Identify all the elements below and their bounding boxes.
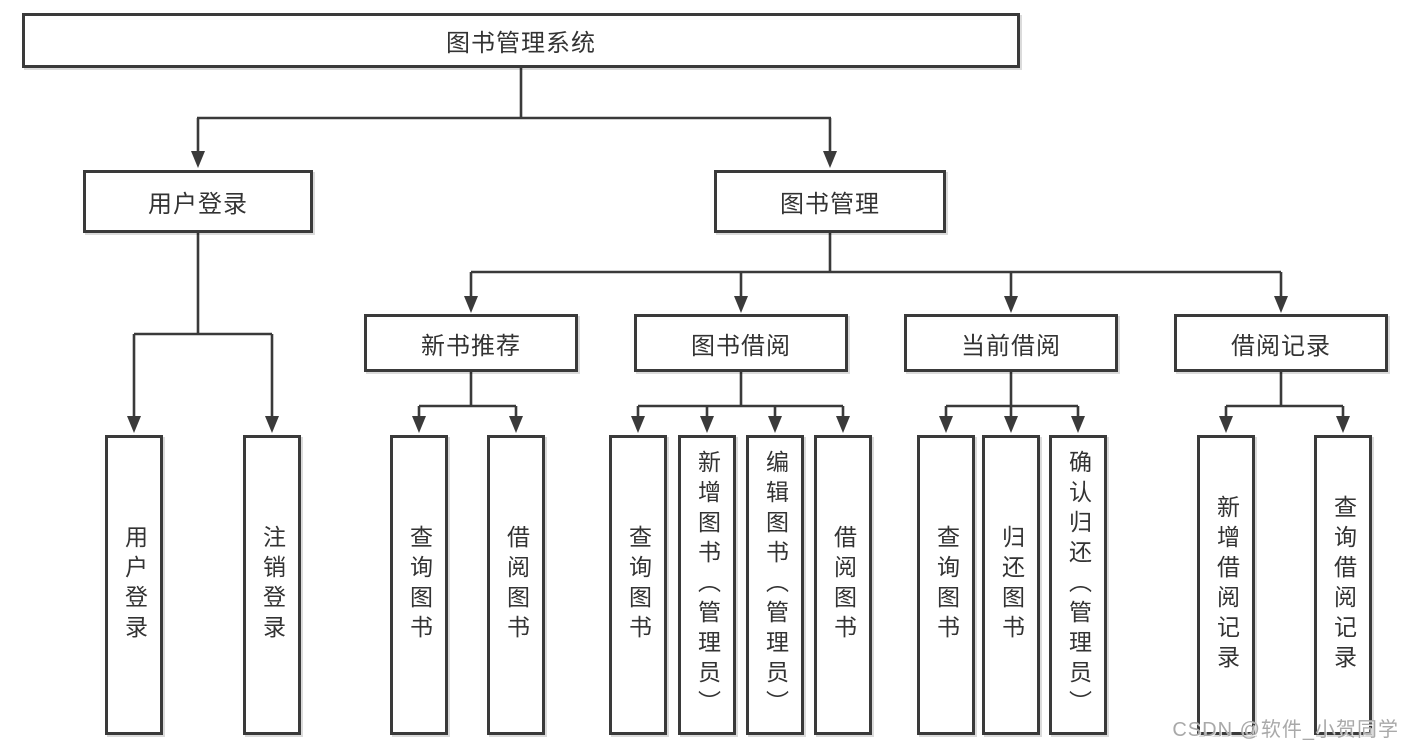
node-label: 借阅记录 [1231,332,1331,360]
connector-current-split [944,372,1080,417]
node-label: 查询图书 [406,525,433,645]
node-leaf-logout: 注销登录 [243,435,301,735]
node-leaf-add-book-admin: 新增图书（管理员） [678,435,736,735]
node-leaf-user-login: 用户登录 [105,435,163,735]
node-label: 用户登录 [121,525,148,645]
node-leaf-query-book-recommend: 查询图书 [390,435,448,735]
arrowhead-icon [1274,296,1288,313]
arrowhead-icon [1071,416,1085,433]
arrowhead-icon [127,416,141,433]
arrowhead-icon [265,416,279,433]
connector-group [132,68,1345,417]
node-borrow-records: 借阅记录 [1174,314,1388,372]
connector-records-split [1224,372,1345,417]
node-label: 注销登录 [259,525,286,645]
node-leaf-query-borrow-record: 查询借阅记录 [1314,435,1372,735]
node-label: 用户登录 [148,191,248,218]
node-label: 新书推荐 [421,332,521,360]
node-new-book-recommend: 新书推荐 [364,314,578,372]
arrowhead-icon [768,416,782,433]
node-label: 查询借阅记录 [1330,495,1357,675]
node-leaf-add-borrow-record: 新增借阅记录 [1197,435,1255,735]
node-leaf-borrow-book-recommend: 借阅图书 [487,435,545,735]
node-label: 图书借阅 [691,332,791,360]
arrowhead-icon [1219,416,1233,433]
arrowhead-icon [412,416,426,433]
node-label: 查询图书 [933,525,960,645]
arrowhead-icon [823,151,837,168]
node-label: 编辑图书（管理员） [762,450,789,720]
arrowhead-icon [939,416,953,433]
arrowhead-icon [1336,416,1350,433]
node-current-borrow: 当前借阅 [904,314,1118,372]
node-leaf-borrow-book: 借阅图书 [814,435,872,735]
node-label: 借阅图书 [503,525,530,645]
node-leaf-query-book-current: 查询图书 [917,435,975,735]
node-leaf-confirm-return-admin: 确认归还（管理员） [1049,435,1107,735]
node-label: 图书管理 [780,191,880,218]
connector-user-login-split [132,233,274,417]
arrowhead-icon [700,416,714,433]
arrowhead-icon [631,416,645,433]
arrowhead-icon [464,296,478,313]
node-label: 借阅图书 [830,525,857,645]
node-user-login: 用户登录 [83,170,313,233]
node-book-borrow: 图书借阅 [634,314,848,372]
arrowhead-icon [836,416,850,433]
arrowhead-icon [1004,416,1018,433]
node-leaf-query-book-borrow: 查询图书 [609,435,667,735]
node-root: 图书管理系统 [22,13,1020,68]
node-label: 确认归还（管理员） [1065,450,1092,720]
connector-borrow-split [636,372,845,417]
connector-recommend-split [417,372,518,417]
node-label: 新增图书（管理员） [694,450,721,720]
connector-root-split [196,68,832,152]
arrowhead-icon [734,296,748,313]
node-leaf-edit-book-admin: 编辑图书（管理员） [746,435,804,735]
arrowhead-icon [191,151,205,168]
watermark: CSDN @软件_小贺同学 [1172,719,1399,741]
node-label: 图书管理系统 [446,30,596,57]
node-book-management: 图书管理 [714,170,946,233]
arrowhead-group [127,151,1350,433]
arrowhead-icon [1004,296,1018,313]
node-label: 归还图书 [998,525,1025,645]
arrowhead-icon [509,416,523,433]
connector-book-mgmt-split [469,233,1283,297]
node-label: 查询图书 [625,525,652,645]
node-label: 当前借阅 [961,332,1061,360]
node-label: 新增借阅记录 [1213,495,1240,675]
node-leaf-return-book: 归还图书 [982,435,1040,735]
